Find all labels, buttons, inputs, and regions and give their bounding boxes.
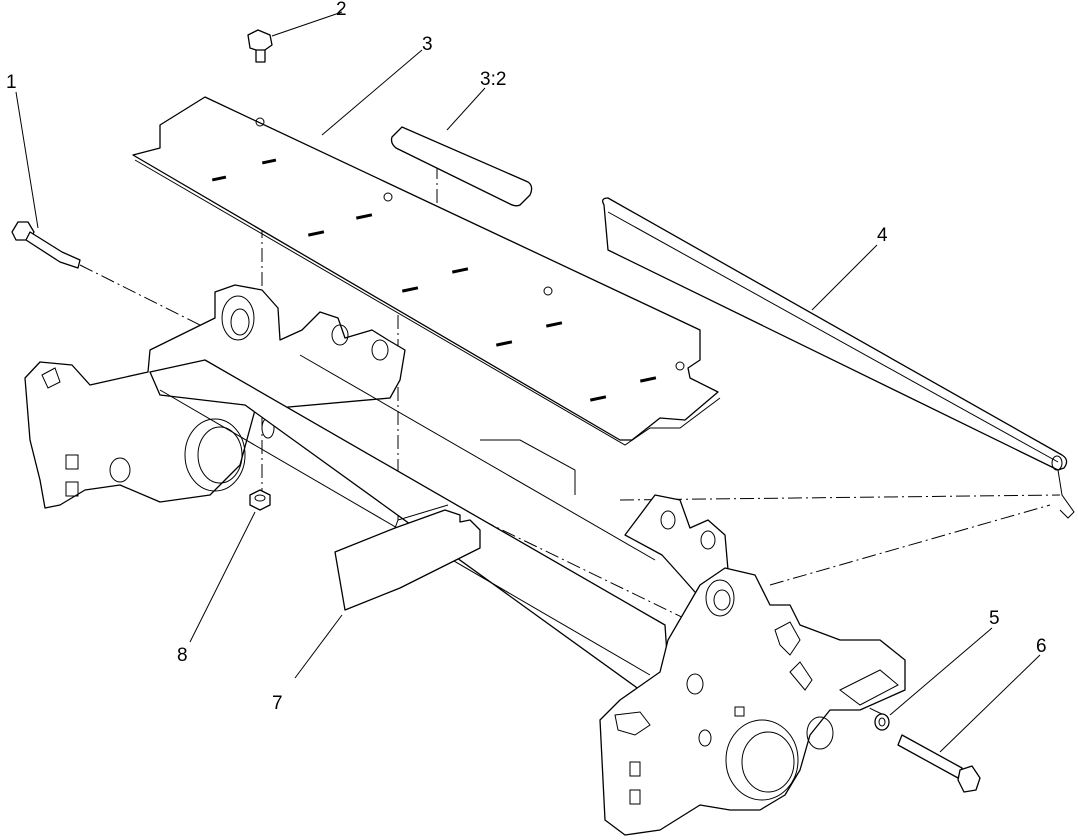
bolt-part-2 [247,29,273,63]
frame-casting [24,284,906,836]
leader-lines [15,11,1041,753]
callout-8: 8 [177,645,188,666]
callout-6: 6 [1036,636,1047,657]
nut-part-8 [249,489,271,511]
bar-part-4 [602,197,1075,519]
callout-4: 4 [877,225,888,246]
decal-part-3-2 [390,126,533,207]
callout-1: 1 [6,72,17,93]
callout-labels: 1 2 3 3:2 4 5 6 7 8 [6,0,1047,714]
callout-3: 3 [422,34,433,55]
callout-2: 2 [336,0,347,20]
callout-7: 7 [272,693,283,714]
bolt-part-6 [897,734,981,793]
washer-part-5 [874,713,890,731]
bracket-part-7 [334,504,481,611]
plate-slots [211,158,657,402]
plate-part-3 [132,96,721,446]
callout-5: 5 [989,608,1000,629]
callout-3-2: 3:2 [480,69,506,90]
bolt-part-1 [11,221,81,269]
